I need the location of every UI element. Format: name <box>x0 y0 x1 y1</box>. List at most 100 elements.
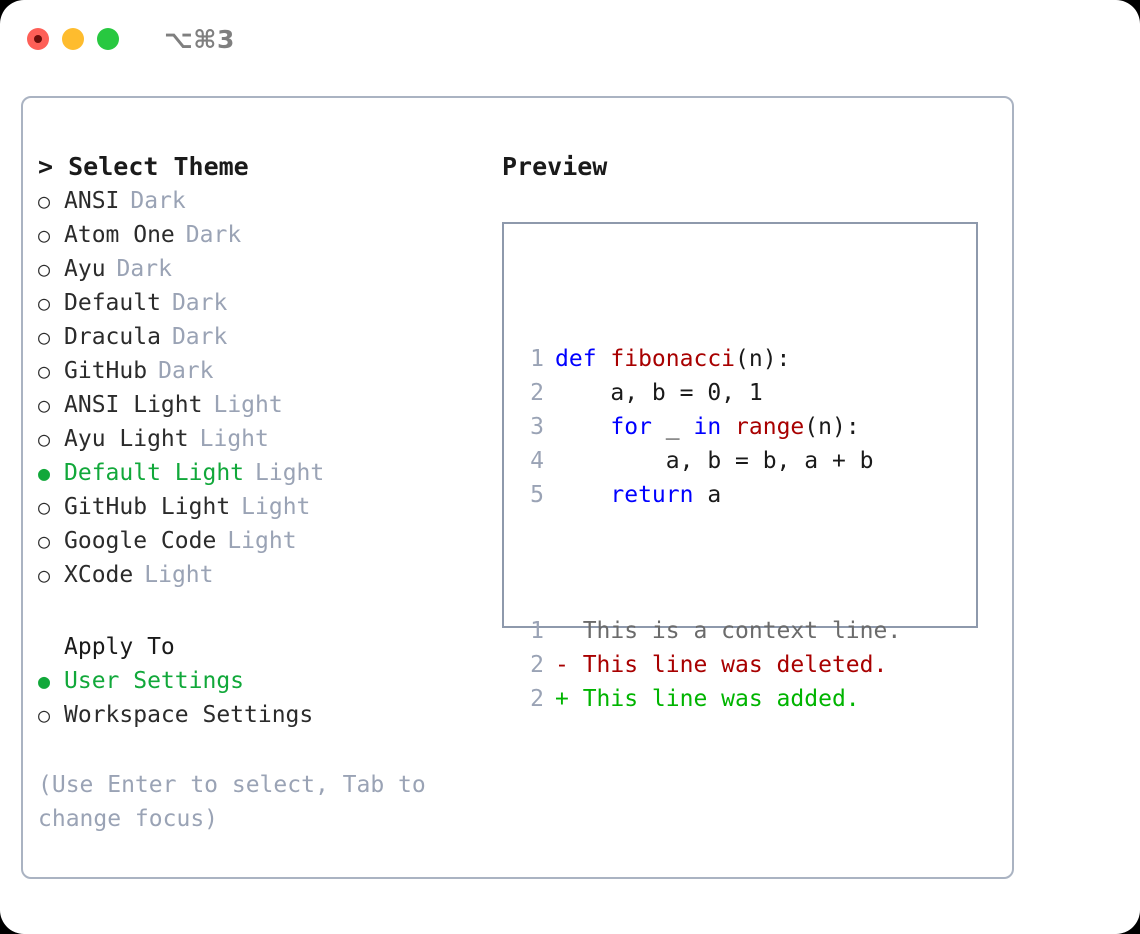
diff-line: 2- This line was deleted. <box>514 648 901 682</box>
line-number: 1 <box>530 618 544 644</box>
page-title: > Select Theme <box>38 150 488 184</box>
code-token: for <box>610 414 652 440</box>
radio-unselected-icon: ○ <box>38 529 51 553</box>
radio-selected-icon: ● <box>38 461 51 485</box>
theme-option-github[interactable]: ○ GitHub Dark <box>38 354 488 388</box>
code-line: 4 a, b = b, a + b <box>514 444 901 478</box>
apply-to-option-workspace-settings[interactable]: ○Workspace Settings <box>38 698 488 732</box>
line-number: 1 <box>530 346 544 372</box>
apply-to-label: Apply To <box>64 634 175 660</box>
line-number: 2 <box>530 380 544 406</box>
theme-variant-badge: Dark <box>171 290 228 316</box>
radio-selected-icon: ● <box>38 669 51 693</box>
theme-name: GitHub <box>64 358 148 384</box>
code-token: def <box>555 346 611 372</box>
code-line: 1 def fibonacci(n): <box>514 342 901 376</box>
keyboard-shortcut-label: ⌥⌘3 <box>164 24 235 54</box>
code-text: a, b = b, a + b <box>555 444 874 478</box>
preview-title: Preview <box>502 152 608 181</box>
theme-variant-badge: Dark <box>130 188 186 214</box>
theme-variant-badge: Light <box>144 562 214 588</box>
code-token <box>555 414 610 440</box>
radio-unselected-icon: ○ <box>38 393 51 417</box>
apply-to-name: User Settings <box>64 668 245 694</box>
code-token: a <box>693 482 722 508</box>
line-number: 3 <box>530 414 544 440</box>
radio-unselected-icon: ○ <box>38 325 51 349</box>
radio-unselected-icon: ○ <box>38 189 51 213</box>
close-window-button[interactable] <box>27 28 49 50</box>
code-token: _ <box>651 414 694 440</box>
line-number: 4 <box>530 448 544 474</box>
theme-variant-badge: Dark <box>158 358 214 384</box>
maximize-window-button[interactable] <box>97 28 119 50</box>
title-bar: ⌥⌘3 <box>0 0 1140 78</box>
code-token: return <box>610 482 694 508</box>
radio-unselected-icon: ○ <box>38 291 51 315</box>
theme-name: Ayu Light <box>64 426 189 452</box>
page-title-text: Select Theme <box>68 152 249 181</box>
prompt-caret-icon: > <box>38 152 69 181</box>
theme-option-ansi-light[interactable]: ○ ANSI Light Light <box>38 388 488 422</box>
theme-variant-badge: Dark <box>116 256 172 282</box>
line-number: 2 <box>530 686 544 712</box>
code-line: 2 a, b = 0, 1 <box>514 376 901 410</box>
theme-option-github-light[interactable]: ○ GitHub Light Light <box>38 490 488 524</box>
theme-option-ansi[interactable]: ○ ANSI Dark <box>38 184 488 218</box>
theme-name: GitHub Light <box>64 494 231 520</box>
theme-name: ANSI <box>64 188 120 214</box>
diff-text: - This line was deleted. <box>555 652 888 678</box>
code-text: for _ in range(n): <box>555 410 860 444</box>
apply-to-section: Apply To ● User Settings ○Workspace Settin… <box>38 630 488 732</box>
theme-variant-badge: Light <box>227 528 297 554</box>
theme-variant-badge: Light <box>255 460 325 486</box>
radio-unselected-icon: ○ <box>38 703 51 727</box>
diff-sample: 1 This is a context line.2- This line wa… <box>514 614 901 716</box>
theme-variant-badge: Light <box>213 392 283 418</box>
theme-option-ayu[interactable]: ○ Ayu Dark <box>38 252 488 286</box>
code-token: in <box>693 414 736 440</box>
line-number: 5 <box>530 482 544 508</box>
radio-unselected-icon: ○ <box>38 563 51 587</box>
code-text: a, b = 0, 1 <box>555 376 763 410</box>
radio-unselected-icon: ○ <box>38 359 51 383</box>
radio-unselected-icon: ○ <box>38 257 51 281</box>
code-token: a, b = 0, 1 <box>555 380 763 406</box>
radio-unselected-icon: ○ <box>38 427 51 451</box>
code-token <box>555 482 610 508</box>
code-token: (n): <box>735 346 791 372</box>
theme-name: ANSI Light <box>64 392 203 418</box>
diff-line: 2 + This line was added. <box>514 682 901 716</box>
minimize-window-button[interactable] <box>62 28 84 50</box>
diff-text: + This line was added. <box>555 686 860 712</box>
apply-to-option-user-settings[interactable]: ● User Settings <box>38 664 488 698</box>
code-token: fibonacci <box>610 346 736 372</box>
code-line: 5 return a <box>514 478 901 512</box>
theme-variant-badge: Light <box>241 494 311 520</box>
diff-line: 1 This is a context line. <box>514 614 901 648</box>
theme-option-default-light[interactable]: ● Default Light Light <box>38 456 488 490</box>
code-token: a, b = b, a + b <box>555 448 874 474</box>
code-token: range <box>735 414 805 440</box>
theme-name: Default Light <box>64 460 245 486</box>
radio-unselected-icon: ○ <box>38 495 51 519</box>
code-token: (n): <box>804 414 860 440</box>
keyboard-hint: (Use Enter to select, Tab to change focu… <box>38 772 440 832</box>
theme-variant-badge: Dark <box>185 222 242 248</box>
theme-name: Ayu <box>64 256 106 282</box>
theme-name: Atom One <box>64 222 175 248</box>
